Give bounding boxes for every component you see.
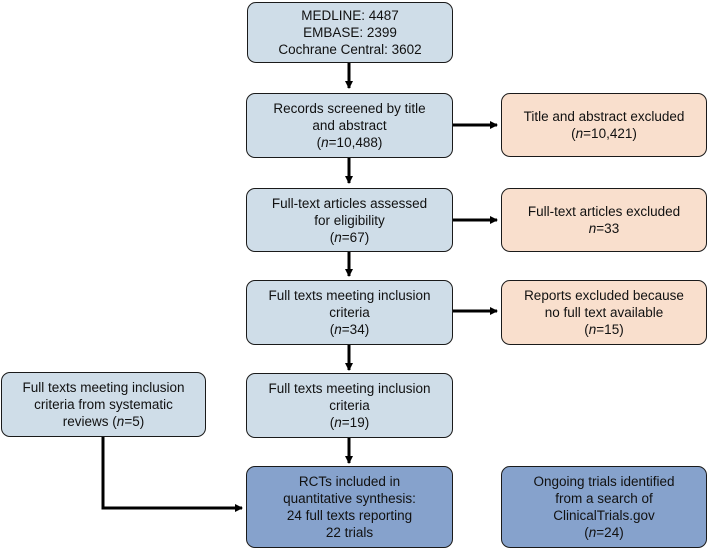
meeting1-line-2: criteria bbox=[329, 305, 370, 320]
meeting-criteria-box-1: Full texts meeting inclusion criteria (n… bbox=[246, 280, 453, 345]
arrow-systematic-reviews-to-rcts bbox=[101, 437, 243, 512]
ongoing-line-1: Ongoing trials identified bbox=[533, 474, 675, 489]
rcts-line-3: 24 full texts reporting bbox=[286, 508, 413, 523]
sources-box: MEDLINE: 4487 EMBASE: 2399 Cochrane Cent… bbox=[247, 2, 453, 63]
meeting1-line-1: Full texts meeting inclusion bbox=[268, 288, 431, 303]
systematic-line-3: reviews (n=5) bbox=[62, 414, 145, 429]
fulltext-excluded-count: n=33 bbox=[588, 221, 620, 236]
assessed-count: (n=67) bbox=[329, 229, 370, 245]
reports-excluded-line-1: Reports excluded because bbox=[524, 288, 684, 303]
rcts-line-2: quantitative synthesis: bbox=[283, 491, 416, 506]
meeting2-line-2: criteria bbox=[329, 398, 370, 413]
ongoing-trials-box: Ongoing trials identified from a search … bbox=[501, 466, 707, 548]
fulltext-excluded-label: Full-text articles excluded bbox=[527, 204, 681, 219]
screened-line-2: and abstract bbox=[312, 118, 387, 133]
reports-excluded-count: (n=15) bbox=[584, 322, 624, 337]
fulltext-assessed-box: Full-text articles assessed for eligibil… bbox=[246, 188, 453, 252]
systematic-line-2: criteria from systematic bbox=[34, 397, 173, 412]
meeting-criteria-box-2: Full texts meeting inclusion criteria (n… bbox=[246, 373, 453, 438]
assessed-line-1: Full-text articles assessed bbox=[271, 195, 428, 211]
systematic-line-1: Full texts meeting inclusion bbox=[22, 380, 185, 395]
reports-excluded-box: Reports excluded because no full text av… bbox=[501, 280, 707, 345]
ongoing-line-3: ClinicalTrials.gov bbox=[553, 508, 655, 523]
title-abstract-excluded-box: Title and abstract excluded (n=10,421) bbox=[501, 93, 707, 157]
ongoing-count: (n=24) bbox=[584, 525, 624, 540]
rcts-line-1: RCTs included in bbox=[298, 474, 401, 489]
assessed-line-2: for eligibility bbox=[314, 212, 385, 228]
meeting2-count: (n=19) bbox=[329, 415, 370, 430]
fulltext-excluded-box: Full-text articles excluded n=33 bbox=[501, 188, 707, 252]
sources-embase: EMBASE: 2399 bbox=[303, 25, 397, 40]
screened-box: Records screened by title and abstract (… bbox=[246, 93, 453, 158]
sources-medline: MEDLINE: 4487 bbox=[301, 8, 399, 23]
meeting1-count: (n=34) bbox=[329, 322, 370, 337]
reports-excluded-line-2: no full text available bbox=[544, 305, 664, 320]
ongoing-line-2: from a search of bbox=[555, 491, 653, 506]
meeting2-line-1: Full texts meeting inclusion bbox=[268, 381, 431, 396]
systematic-reviews-box: Full texts meeting inclusion criteria fr… bbox=[1, 372, 206, 437]
title-excluded-label: Title and abstract excluded bbox=[523, 109, 685, 124]
sources-cochrane: Cochrane Central: 3602 bbox=[278, 42, 422, 57]
rcts-included-box: RCTs included in quantitative synthesis:… bbox=[246, 466, 453, 548]
screened-count: (n=10,488) bbox=[316, 135, 383, 150]
rcts-line-4: 22 trials bbox=[325, 525, 374, 540]
title-excluded-count: (n=10,421) bbox=[571, 126, 637, 141]
screened-line-1: Records screened by title bbox=[273, 101, 426, 116]
